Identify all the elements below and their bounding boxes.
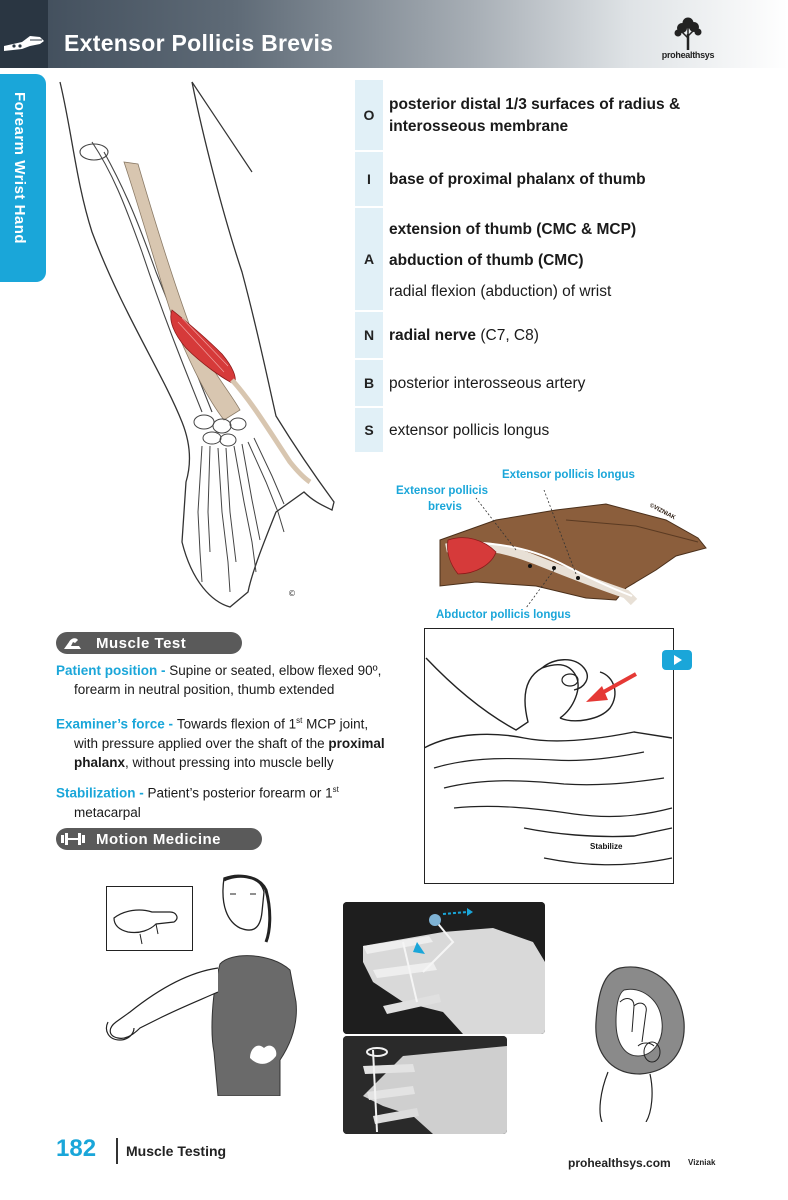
ordinal-suffix: st	[296, 716, 303, 725]
insertion-letter: I	[355, 152, 383, 208]
muscle-test-title: Muscle Test	[96, 634, 187, 652]
origin-text: posterior distal 1/3 surfaces of radius …	[389, 96, 681, 113]
examiner-force-bold: phalanx	[74, 754, 126, 770]
epl-label: Extensor pollicis longus	[502, 469, 635, 481]
apl-label: Abductor pollicis longus	[436, 609, 571, 621]
prohealthsys-logo: prohealthsys	[652, 16, 724, 66]
action-letter: A	[355, 208, 383, 312]
motion-medicine-header: Motion Medicine	[56, 828, 262, 850]
forearm-section-icon	[0, 0, 48, 68]
origin-text: interosseous membrane	[389, 118, 569, 135]
insertion-text: base of proximal phalanx of thumb	[389, 171, 646, 188]
origin-letter: O	[355, 80, 383, 152]
nerve-text: radial nerve	[389, 327, 477, 344]
examiner-force-bold: proximal	[328, 735, 385, 751]
footer-divider	[116, 1138, 118, 1164]
page-number: 182	[56, 1135, 97, 1162]
dumbbell-icon	[56, 828, 90, 850]
chapter-tab-label: Forearm Wrist Hand	[11, 92, 28, 245]
page-header: Extensor Pollicis Brevis prohealthsys	[0, 0, 788, 68]
synergist-text: extensor pollicis longus	[389, 422, 550, 439]
grip-ball-illustration	[595, 966, 685, 1122]
insertion-row: I base of proximal phalanx of thumb	[355, 152, 775, 208]
svg-text:©: ©	[288, 589, 296, 598]
play-icon	[674, 655, 682, 665]
video-play-button[interactable]	[662, 650, 692, 670]
muscle-test-header: Muscle Test	[56, 632, 242, 654]
patient-position-value: Supine or seated, elbow flexed 90º,	[169, 663, 382, 678]
stabilize-label: Stabilize	[590, 842, 623, 851]
stabilization-value: metacarpal	[74, 804, 141, 820]
muscle-test-illustration: Stabilize	[424, 628, 674, 884]
examiner-force-value: Towards flexion of 1	[176, 716, 297, 732]
tree-logo-icon	[674, 17, 702, 50]
chapter-tab[interactable]: Forearm Wrist Hand	[0, 74, 46, 282]
synergist-letter: S	[355, 408, 383, 454]
blood-supply-letter: B	[355, 360, 383, 408]
action-text: abduction of thumb (CMC)	[389, 251, 584, 269]
footer-author: Vizniak	[688, 1158, 716, 1167]
footer-website[interactable]: prohealthsys.com	[568, 1156, 671, 1170]
action-row: A extension of thumb (CMC & MCP) abducti…	[355, 208, 775, 312]
examiner-force-value: , without pressing into muscle belly	[125, 754, 334, 770]
patient-position-key: Patient position -	[56, 663, 170, 678]
forearm-anatomy-illustration: ©	[59, 81, 335, 608]
synergist-row: S extensor pollicis longus	[355, 408, 775, 454]
page-title: Extensor Pollicis Brevis	[64, 30, 334, 56]
stabilization-value: Patient’s posterior forearm or 1	[147, 785, 333, 801]
motion-medicine-title: Motion Medicine	[96, 830, 221, 848]
logo-text: prohealthsys	[661, 50, 715, 60]
patient-position-value: forearm in neutral position, thumb exten…	[74, 682, 335, 697]
examiner-force-text: Examiner’s force - Towards flexion of 1s…	[56, 711, 401, 772]
thumb-anatomy-illustration	[439, 490, 707, 609]
epb-label-line1: Extensor pollicis	[396, 485, 489, 497]
examiner-force-value: MCP joint,	[302, 716, 369, 732]
patient-position-text: Patient position - Supine or seated, elb…	[56, 661, 401, 699]
action-text: extension of thumb (CMC & MCP)	[389, 220, 637, 238]
flexed-arm-icon	[56, 632, 90, 654]
examiner-force-key: Examiner’s force -	[56, 716, 177, 732]
stabilization-text: Stabilization - Patient’s posterior fore…	[56, 780, 401, 822]
origin-row: O posterior distal 1/3 surfaces of radiu…	[355, 80, 775, 152]
stabilization-key: Stabilization -	[56, 785, 148, 801]
blood-supply-row: B posterior interosseous artery	[355, 360, 775, 408]
nerve-roots: (C7, C8)	[476, 327, 539, 344]
nerve-letter: N	[355, 312, 383, 360]
oianbs-table: O posterior distal 1/3 surfaces of radiu…	[355, 80, 775, 454]
footer-section-name: Muscle Testing	[126, 1143, 227, 1159]
ordinal-suffix: st	[332, 785, 339, 794]
nerve-row: N radial nerve (C7, C8)	[355, 312, 775, 360]
band-exercise-photo-1	[343, 902, 545, 1034]
band-exercise-photo-2	[343, 1036, 507, 1134]
action-text: radial flexion (abduction) of wrist	[389, 282, 612, 300]
examiner-force-value: with pressure applied over the shaft of …	[74, 735, 329, 751]
blood-supply-text: posterior interosseous artery	[389, 375, 586, 392]
epb-label-line2: brevis	[428, 501, 462, 513]
stretch-woman-illustration	[105, 874, 297, 1096]
